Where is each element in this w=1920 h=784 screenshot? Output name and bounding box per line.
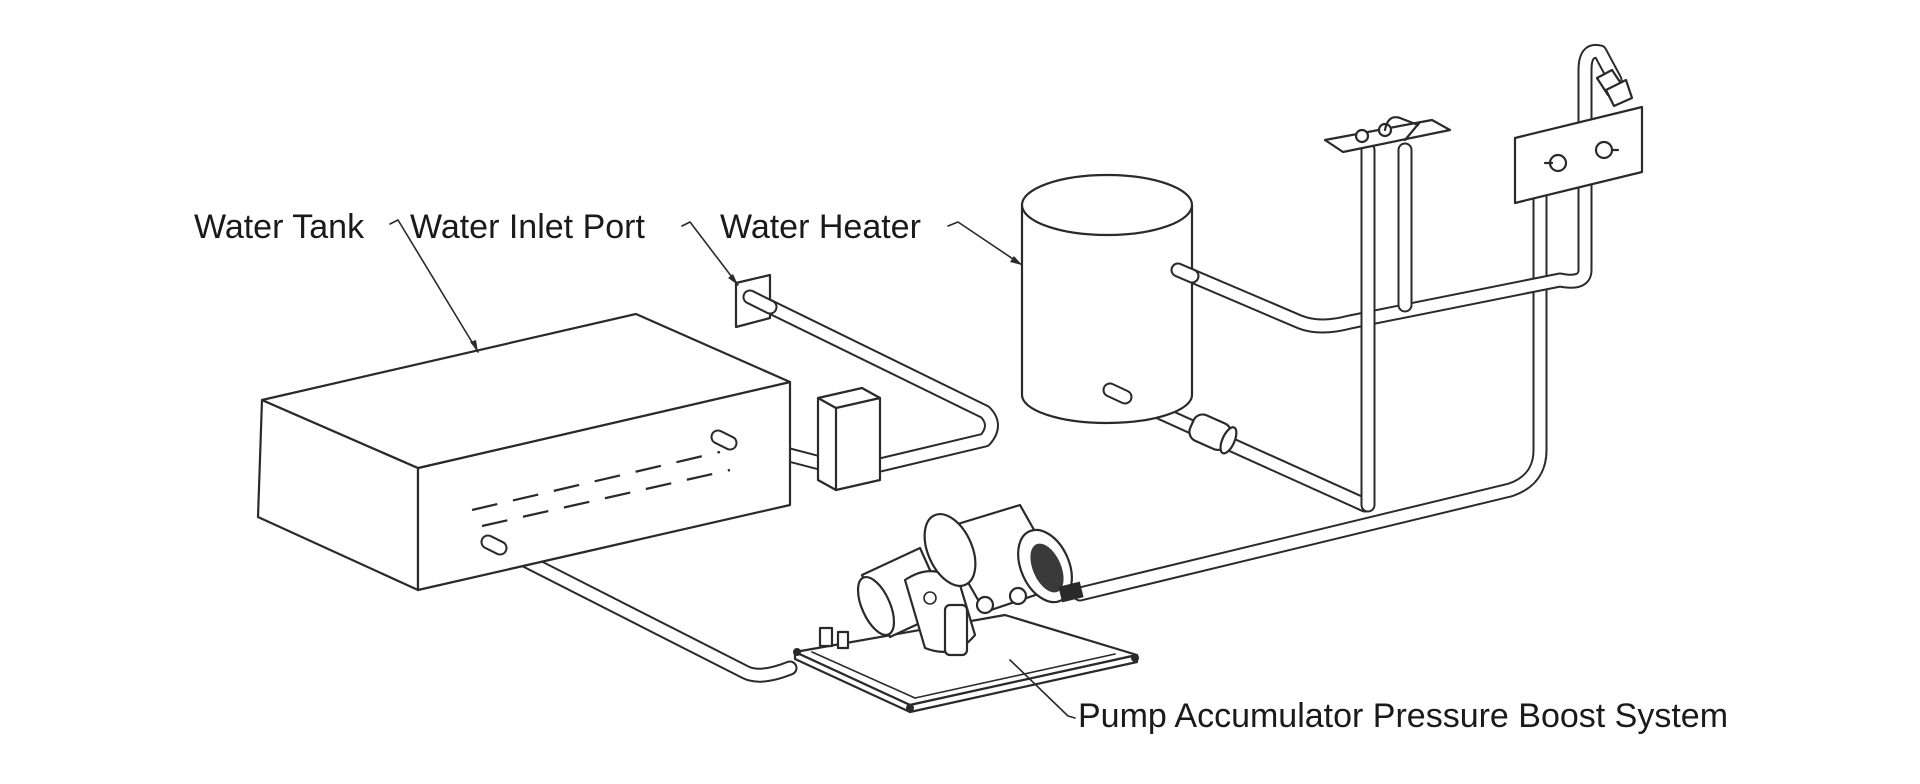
water-inlet-port: [734, 273, 778, 329]
water-heater: [1020, 173, 1200, 425]
pipe-sink-risers: [1360, 142, 1413, 513]
check-valve: [1188, 413, 1238, 455]
accumulator-tank: [923, 503, 1073, 614]
shower-knob-right: [1594, 140, 1620, 160]
shower-head-icon: [1595, 68, 1634, 108]
pump-head: [903, 570, 977, 657]
pipe-tank-to-pump: [487, 537, 798, 683]
label-water-tank: Water Tank: [194, 208, 365, 246]
leader-lines: [389, 219, 1076, 719]
pump-outlet-fitting: [975, 581, 1084, 615]
sink-faucet: [1323, 116, 1452, 154]
pump-inlet-fitting: [818, 626, 850, 650]
label-pump-system: Pump Accumulator Pressure Boost System: [1078, 697, 1728, 735]
shower-panel: [1513, 68, 1644, 205]
filter-box: [816, 386, 882, 492]
water-tank: [256, 312, 792, 592]
pipe-pump-to-main: [1072, 187, 1548, 602]
label-water-inlet-port: Water Inlet Port: [410, 208, 645, 246]
pipe-hot-line: [1170, 43, 1623, 334]
label-water-heater: Water Heater: [720, 208, 921, 246]
shower-knob-left: [1543, 153, 1568, 173]
pump-accumulator-system: [793, 503, 1139, 714]
